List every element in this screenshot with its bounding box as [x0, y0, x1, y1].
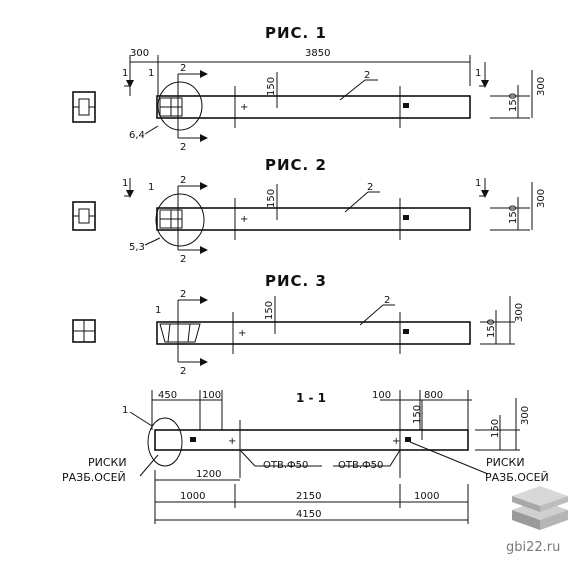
figure-1-cross-section-icon [72, 91, 96, 123]
svg-text:+: + [392, 436, 400, 447]
figure-3-part-mark: 2 [384, 295, 390, 306]
figure-3-cross-section-icon [72, 319, 96, 343]
figure-2-cut-mark-bottom: 2 [180, 254, 186, 265]
section-1-1: 1 - 1 450 100 100 800 + + 1 150 150 [62, 390, 549, 524]
section-marks-left-line1: РИСКИ [88, 456, 127, 469]
figure-3-dim-150: 150 [486, 319, 497, 338]
figure-1-part-mark: 2 [364, 70, 370, 81]
figure-1-right-section-mark: 1 [475, 68, 481, 79]
figure-2-callout: 5,3 [129, 242, 145, 253]
svg-text:+: + [240, 214, 248, 225]
section-marks-right-line2: РАЗБ.ОСЕЙ [485, 471, 549, 484]
section-dim-100-left: 100 [202, 390, 221, 401]
figure-1-part-1: 1 [148, 68, 154, 79]
figure-2-dim-300-v: 300 [536, 189, 547, 208]
section-callout: 1 [122, 405, 128, 416]
section-marks-right-line1: РИСКИ [486, 456, 525, 469]
figure-2-right-section-mark: 1 [475, 178, 481, 189]
section-dim-100-right: 100 [372, 390, 391, 401]
figure-2-title: РИС. 2 [265, 156, 327, 174]
section-dim-800: 800 [424, 390, 443, 401]
watermark-logo-icon [512, 486, 568, 530]
watermark: gbi22.ru [506, 486, 568, 555]
figure-2-cross-section-icon [72, 201, 96, 231]
svg-text:+: + [240, 102, 248, 113]
section-dim-1000-right: 1000 [414, 491, 439, 502]
section-hole-right: ОТВ.Ф50 [338, 460, 383, 471]
section-dim-v-150a: 150 [412, 405, 423, 424]
section-marks-left-line2: РАЗБ.ОСЕЙ [62, 471, 126, 484]
figure-1: РИС. 1 300 3850 1 1 + 2 2 1 [72, 24, 547, 153]
figure-3-beam [156, 321, 471, 345]
figure-1-dim-300-v: 300 [536, 77, 547, 96]
section-dim-1000-left: 1000 [180, 491, 205, 502]
figure-2-part-mark: 2 [367, 182, 373, 193]
svg-text:+: + [238, 328, 246, 339]
figure-3: РИС. 3 + 2 2 1 2 150 150 300 [72, 272, 525, 377]
figure-1-callout: 6,4 [129, 130, 145, 141]
section-title: 1 - 1 [296, 391, 326, 405]
figure-3-cut-mark-top: 2 [180, 289, 186, 300]
figure-1-left-section-mark: 1 [122, 68, 128, 79]
section-dim-450: 450 [158, 390, 177, 401]
figure-2-cut-mark-top: 2 [180, 175, 186, 186]
figure-1-beam [156, 95, 471, 119]
figure-1-cut-mark-bottom: 2 [180, 142, 186, 153]
section-beam [154, 429, 469, 451]
section-dim-v-150: 150 [490, 419, 501, 438]
figure-2: РИС. 2 1 1 + 2 2 1 5,3 2 150 [72, 156, 547, 265]
figure-1-dim-3850: 3850 [305, 48, 330, 59]
figure-1-dim-150: 150 [508, 93, 519, 112]
section-dim-4150: 4150 [296, 509, 321, 520]
figure-2-left-section-mark: 1 [122, 178, 128, 189]
watermark-site: gbi22.ru [506, 540, 560, 555]
figure-3-title: РИС. 3 [265, 272, 327, 290]
figure-2-dim-150: 150 [508, 205, 519, 224]
section-hole-left: ОТВ.Ф50 [263, 460, 308, 471]
figure-3-dim-300-v: 300 [514, 303, 525, 322]
figure-3-cut-mark-bottom: 2 [180, 366, 186, 377]
figure-3-dim-h-left: 150 [264, 301, 275, 320]
figure-1-dim-h-left: 150 [266, 77, 277, 96]
figure-1-cut-mark-top: 2 [180, 63, 186, 74]
figure-2-part-1: 1 [148, 182, 154, 193]
figure-2-beam [156, 207, 471, 231]
figure-1-title: РИС. 1 [265, 24, 327, 42]
section-dim-2150: 2150 [296, 491, 321, 502]
figure-2-dim-h-left: 150 [266, 189, 277, 208]
section-dim-1200: 1200 [196, 469, 221, 480]
svg-text:+: + [228, 436, 236, 447]
figure-3-part-1: 1 [155, 305, 161, 316]
section-dim-v-300: 300 [520, 406, 531, 425]
figure-1-dim-300: 300 [130, 48, 149, 59]
